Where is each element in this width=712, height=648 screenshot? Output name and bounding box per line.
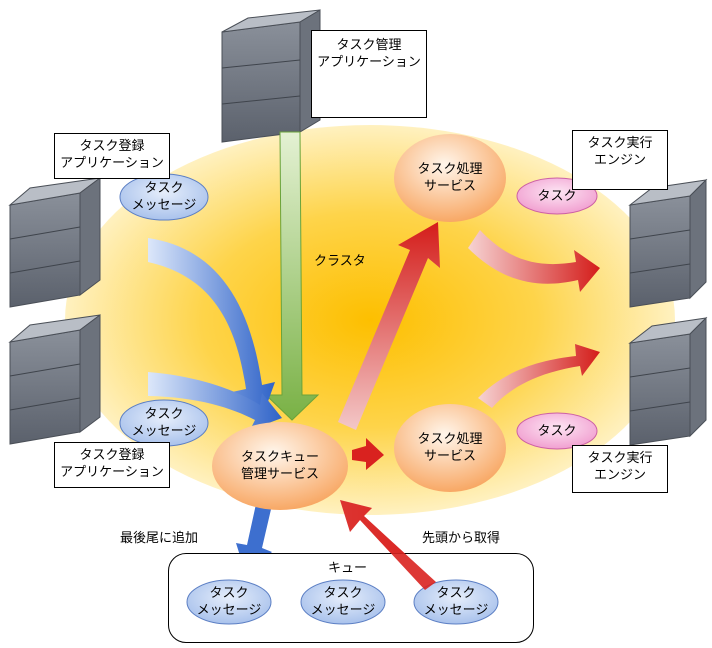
server-icon-engine-top: [628, 178, 708, 308]
server-icon-manager: [221, 9, 321, 143]
queue-message-2-line2: メッセージ: [310, 603, 376, 618]
server-icon-register-bottom: [8, 314, 101, 445]
queue-message-1-line2: メッセージ: [196, 603, 262, 618]
queue-manager-line2: 管理サービス: [240, 467, 319, 482]
service-top-line2: サービス: [423, 179, 476, 194]
task-top-label: タスク: [537, 188, 577, 204]
register-app-bottom-line1: タスク登録: [79, 448, 145, 463]
queue-title: キュー: [328, 561, 368, 576]
message-bottom-text: タスク メッセージ: [120, 400, 208, 446]
cluster-label: クラスタ: [314, 254, 366, 269]
task-bottom-text: タスク: [517, 413, 597, 449]
service-top-shape: [394, 134, 506, 222]
engine-bottom-line2: エンジン: [593, 468, 646, 483]
engine-bottom-label: タスク実行 エンジン: [572, 445, 668, 493]
engine-top-line2: エンジン: [593, 153, 646, 168]
message-bottom-line2: メッセージ: [131, 424, 197, 439]
server-icon-engine-bottom: [628, 316, 708, 446]
queue-message-3-text: タスク メッセージ: [414, 580, 498, 624]
register-app-bottom-line2: アプリケーション: [60, 465, 164, 480]
server-icon-register-top: [8, 177, 101, 308]
engine-top-label: タスク実行 エンジン: [572, 130, 668, 190]
task-bottom-shape: [516, 412, 598, 450]
register-app-top-label: タスク登録 アプリケーション: [54, 133, 170, 179]
message-bottom-line1: タスク: [144, 407, 184, 422]
service-bottom-shape: [394, 404, 506, 492]
message-top-text: タスク メッセージ: [120, 174, 208, 220]
append-label: 最後尾に追加: [120, 531, 199, 546]
dispatch-arrow-up: [338, 222, 440, 430]
task-bottom-label: タスク: [537, 423, 577, 439]
task-top-text: タスク: [517, 178, 597, 214]
queue-message-2-text: タスク メッセージ: [301, 580, 385, 624]
message-top-line1: タスク: [144, 181, 184, 196]
manager-app-line1: タスク管理: [336, 38, 402, 53]
service-top-text: タスク処理 サービス: [394, 134, 506, 222]
cluster-arrow: [264, 131, 320, 421]
register-app-top-line1: タスク登録: [79, 139, 145, 154]
engine-bottom-line1: タスク実行: [587, 451, 653, 466]
cluster-area: [65, 125, 675, 515]
manager-app-label: タスク管理 アプリケーション: [311, 30, 427, 118]
register-app-bottom-label: タスク登録 アプリケーション: [54, 442, 170, 488]
deliver-arrow-top: [468, 230, 600, 292]
register-app-top-line2: アプリケーション: [60, 156, 164, 171]
queue-message-1-line1: タスク: [209, 586, 249, 601]
service-bottom-line1: タスク処理: [417, 432, 483, 447]
queue-message-3-line1: タスク: [436, 586, 476, 601]
queue-message-2-line1: タスク: [323, 586, 363, 601]
queue-manager-text: タスクキュー 管理サービス: [212, 422, 348, 510]
fetch-label: 先頭から取得: [422, 531, 501, 546]
queue-message-1-text: タスク メッセージ: [187, 580, 271, 624]
deliver-arrow-bottom: [478, 344, 600, 408]
queue-manager-line1: タスクキュー: [240, 450, 319, 465]
register-arrow-bottom: [148, 372, 282, 430]
queue-manager-shape: [212, 422, 348, 510]
queue-message-3-line2: メッセージ: [423, 603, 489, 618]
engine-top-line1: タスク実行: [587, 136, 653, 151]
message-top-line2: メッセージ: [131, 198, 197, 213]
dispatch-arrow-right: [352, 438, 384, 470]
service-bottom-text: タスク処理 サービス: [394, 404, 506, 492]
manager-app-line2: アプリケーション: [317, 55, 421, 70]
service-bottom-line2: サービス: [423, 449, 476, 464]
service-top-line1: タスク処理: [417, 162, 483, 177]
